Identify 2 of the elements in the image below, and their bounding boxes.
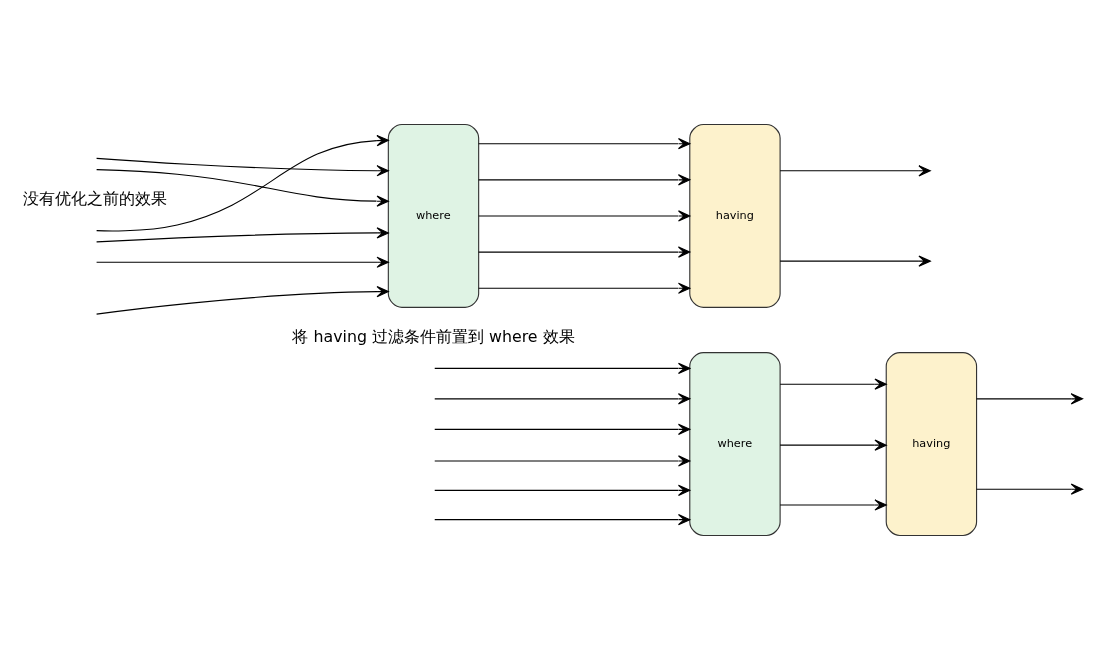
label: 将 having 过滤条件前置到 where 效果 [292,327,575,347]
label: 没有优化之前的效果 [23,189,168,209]
